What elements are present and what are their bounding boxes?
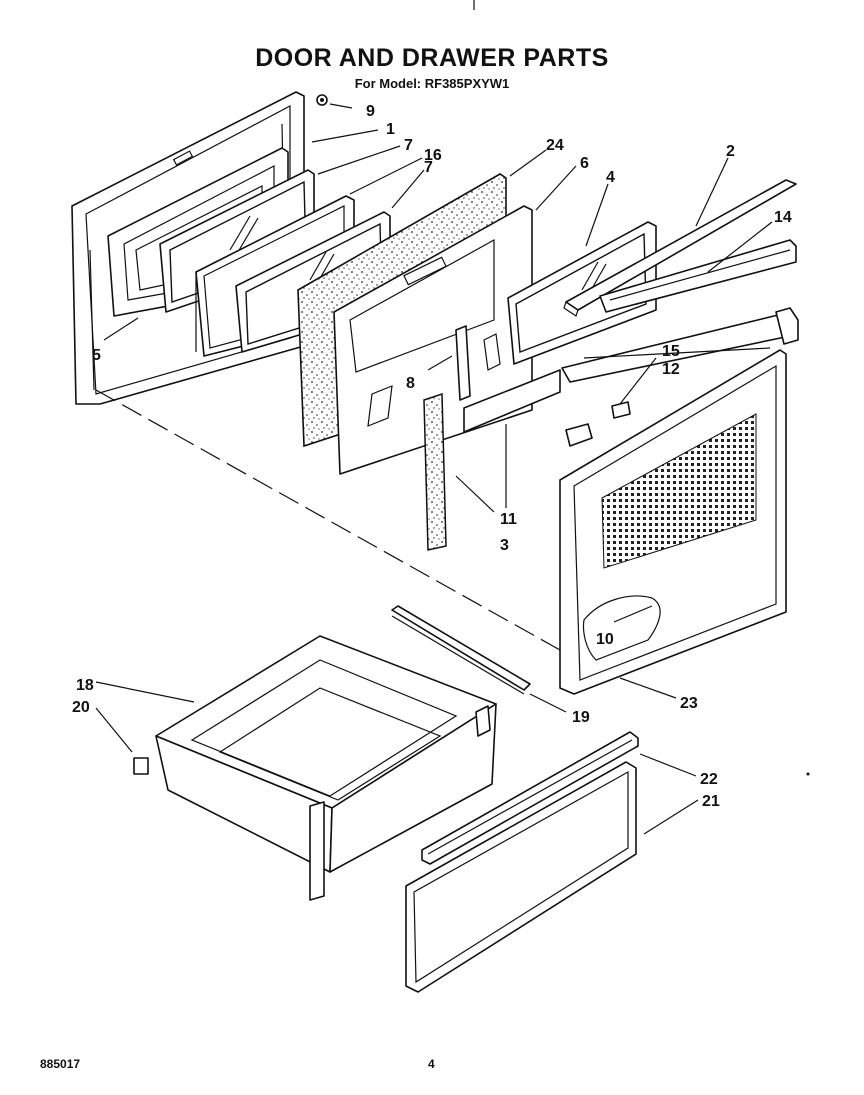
document-number: 885017 (40, 1057, 81, 1071)
vent-trim-14 (599, 239, 797, 313)
callout-19: 19 (572, 709, 590, 726)
diagram-title: DOOR AND DRAWER PARTS (255, 44, 609, 72)
callout-14: 14 (774, 209, 792, 226)
drawer-body-18 (155, 635, 497, 901)
registration-dot (806, 772, 810, 776)
drawer-glide-20 (133, 757, 149, 775)
callout-20: 20 (72, 699, 90, 716)
callout-9: 9 (366, 103, 375, 120)
callout-4: 4 (606, 169, 615, 186)
callout-3: 3 (500, 537, 509, 554)
plate-11 (463, 369, 561, 433)
hinge-bracket-8 (455, 325, 471, 401)
callout-21: 21 (702, 793, 720, 810)
model-subtitle: For Model: RF385PXYW1 (354, 76, 510, 91)
callout-7-second: 7 (424, 159, 433, 176)
callout-6: 6 (580, 155, 589, 172)
callout-16: 16 (424, 147, 442, 164)
callout-11: 11 (500, 511, 517, 528)
door-handle-12 (561, 307, 799, 447)
screw-part (316, 94, 328, 106)
callout-22: 22 (700, 771, 718, 788)
drawer-trim-22 (421, 731, 639, 865)
callout-1: 1 (386, 121, 395, 138)
callout-10: 10 (596, 631, 614, 648)
callout-8: 8 (406, 375, 415, 392)
callout-15: 15 (662, 343, 680, 360)
drawer-rail-19 (391, 605, 531, 695)
callout-24: 24 (546, 137, 564, 154)
top-trim-2 (563, 179, 797, 317)
callout-7-top: 7 (404, 137, 413, 154)
page-number: 4 (428, 1057, 435, 1071)
callout-12: 12 (662, 361, 680, 378)
outer-door-panel-23 (559, 349, 787, 695)
leader-lines (95, 103, 773, 835)
callout-23: 23 (680, 695, 698, 712)
callout-5: 5 (92, 347, 101, 364)
callout-2: 2 (726, 143, 735, 160)
seal-strip-3 (423, 392, 447, 551)
callout-18: 18 (76, 677, 94, 694)
drawer-front-21 (405, 761, 637, 993)
